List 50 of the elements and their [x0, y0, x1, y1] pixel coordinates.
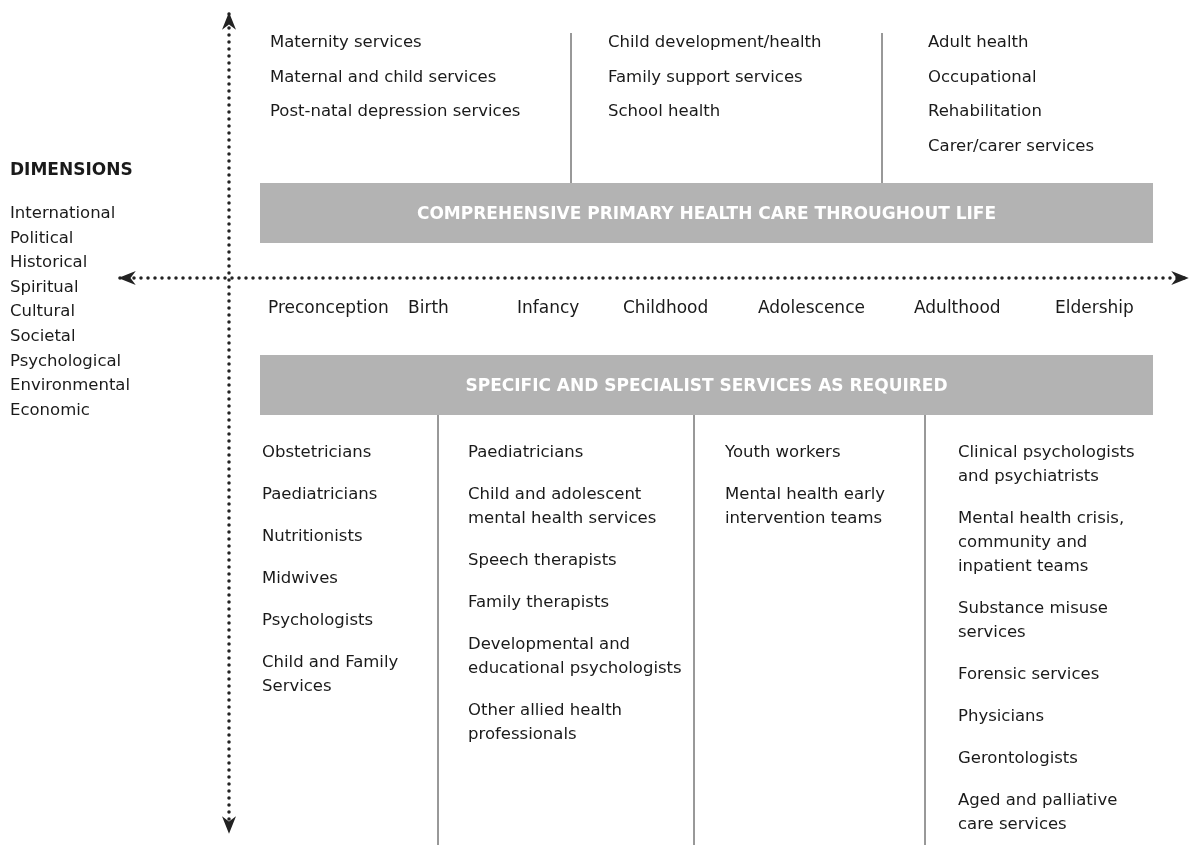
specialist-item: Clinical psychologists and psychiatrists [958, 441, 1136, 487]
dimension-item: Cultural [10, 300, 76, 323]
life-stage-label: Adulthood [914, 296, 1001, 319]
specialist-item: Physicians [958, 705, 1046, 727]
specialist-item: Developmental and educational psychologists [468, 633, 683, 679]
specialist-item: Speech therapists [468, 549, 618, 571]
dimension-item: Psychological [10, 349, 123, 372]
specialist-item: Midwives [262, 567, 339, 589]
life-stage-label: Eldership [1055, 296, 1134, 319]
life-stage-label: Birth [408, 296, 449, 319]
specialist-item: Paediatricians [468, 441, 585, 463]
specialist-item: Gerontologists [958, 747, 1079, 769]
dimension-item: Environmental [10, 374, 132, 397]
specialist-item: Mental health early intervention teams [725, 483, 887, 529]
heading-band: SPECIFIC AND SPECIALIST SERVICES AS REQUIRED [260, 355, 1153, 415]
specialist-item: Psychologists [262, 609, 375, 631]
service-item: Child development/health [608, 31, 823, 53]
specialist-item: Nutritionists [262, 525, 364, 547]
service-item: Maternal and child services [270, 65, 498, 88]
specialist-item: Obstetricians [262, 441, 373, 463]
specialist-item: Aged and palliative care services [958, 789, 1119, 835]
specialist-item: Child and adolescent mental health services [468, 483, 658, 529]
service-item: Post-natal depression services [270, 100, 522, 122]
dimension-item: Political [10, 226, 75, 249]
service-item: Adult health [928, 31, 1030, 53]
specialist-item: Child and Family Services [262, 651, 400, 697]
specialist-item: Forensic services [958, 663, 1101, 685]
service-item: Rehabilitation [928, 100, 1043, 122]
heading-band: COMPREHENSIVE PRIMARY HEALTH CARE THROUGHOUT LIFE [260, 183, 1153, 243]
service-item: Family support services [608, 65, 804, 88]
life-stage-label: Adolescence [758, 296, 865, 319]
service-item: Maternity services [270, 31, 423, 53]
dimension-item: Historical [10, 251, 89, 274]
specialist-item: Mental health crisis, community and inpatient teams [958, 507, 1126, 577]
specialist-item: Substance misuse services [958, 597, 1109, 643]
specialist-item: Other allied health professionals [468, 699, 624, 745]
life-stage-label: Childhood [623, 296, 709, 319]
specialist-item: Family therapists [468, 591, 611, 613]
life-stage-label: Preconception [268, 296, 389, 319]
service-item: Carer/carer services [928, 134, 1096, 157]
dimension-item: International [10, 202, 117, 224]
dimension-item: Spiritual [10, 275, 80, 298]
life-stage-label: Infancy [517, 296, 580, 319]
specialist-item: Paediatricians [262, 483, 379, 505]
service-item: School health [608, 100, 722, 122]
dimensions-heading: DIMENSIONS [10, 158, 134, 181]
service-item: Occupational [928, 65, 1038, 88]
dimension-item: Societal [10, 325, 77, 347]
dimension-item: Economic [10, 398, 91, 421]
specialist-item: Youth workers [725, 441, 842, 463]
